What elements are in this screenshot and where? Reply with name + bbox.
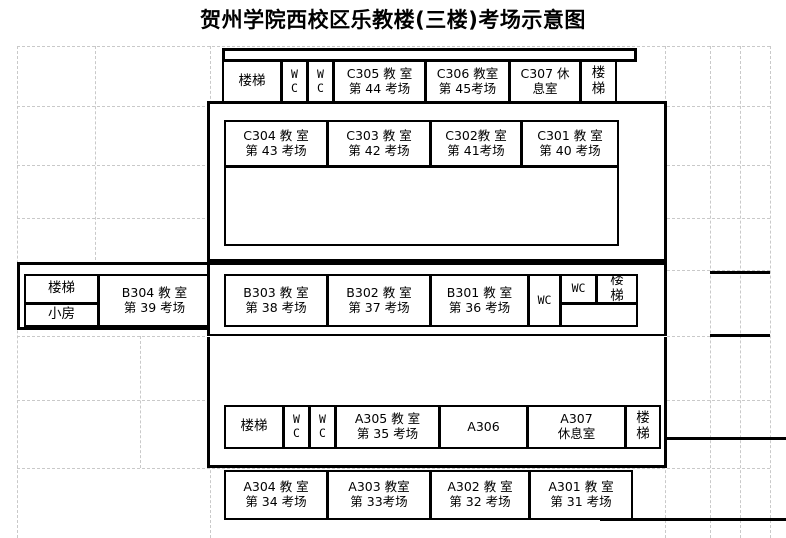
room-b-wc-2[interactable]: WC (560, 274, 597, 304)
room-c307-lounge[interactable]: C307 休 息室 (509, 60, 581, 104)
room-b302[interactable]: B302 教 室 第 37 考场 (327, 274, 431, 327)
a-wing-north-wall (207, 399, 210, 402)
room-a301[interactable]: A301 教 室 第 31 考场 (529, 470, 633, 520)
southeast-annex-bottom-wall (600, 518, 786, 521)
room-c303[interactable]: C303 教 室 第 42 考场 (327, 120, 431, 167)
room-a304[interactable]: A304 教 室 第 34 考场 (224, 470, 328, 520)
room-b-small-room[interactable]: 小房 (24, 303, 99, 327)
room-a305[interactable]: A305 教 室 第 35 考场 (335, 405, 440, 449)
room-c302[interactable]: C302教 室 第 41考场 (430, 120, 522, 167)
room-a-stair-east[interactable]: 楼 梯 (625, 405, 661, 449)
b-wing-east-open-strip (560, 303, 638, 327)
a-wing-east-wall (664, 337, 667, 468)
room-b303[interactable]: B303 教 室 第 38 考场 (224, 274, 328, 327)
a-wing-west-wall (207, 337, 210, 468)
room-c305[interactable]: C305 教 室 第 44 考场 (333, 60, 426, 104)
c-wing-room-depth-area (224, 166, 619, 246)
room-c-stair-east[interactable]: 楼 梯 (580, 60, 617, 104)
page-title: 贺州学院西校区乐教楼(三楼)考场示意图 (200, 8, 586, 32)
room-b301[interactable]: B301 教 室 第 36 考场 (430, 274, 529, 327)
room-b-stair-west[interactable]: 楼梯 (24, 274, 99, 304)
room-a306[interactable]: A306 (439, 405, 528, 449)
room-a302[interactable]: A302 教 室 第 32 考场 (430, 470, 530, 520)
room-a-wc-1[interactable]: W C (283, 405, 310, 449)
east-annex-top-wall (710, 271, 770, 274)
room-c-wc-2[interactable]: W C (307, 60, 334, 104)
room-c304[interactable]: C304 教 室 第 43 考场 (224, 120, 328, 167)
room-a-stair-west[interactable]: 楼梯 (224, 405, 284, 449)
room-a307-lounge[interactable]: A307 休息室 (527, 405, 626, 449)
room-c-wc-1[interactable]: W C (281, 60, 308, 104)
room-a303[interactable]: A303 教室 第 33考场 (327, 470, 431, 520)
southeast-annex-top-wall (664, 437, 786, 440)
room-b304[interactable]: B304 教 室 第 39 考场 (98, 274, 211, 327)
east-annex-bottom-wall (710, 334, 770, 337)
a-wing-bottom-wall (207, 465, 667, 468)
room-a-wc-2[interactable]: W C (309, 405, 336, 449)
room-c301[interactable]: C301 教 室 第 40 考场 (521, 120, 619, 167)
room-b-wc-1[interactable]: WC (528, 274, 561, 327)
room-c-stair-west[interactable]: 楼梯 (222, 60, 282, 104)
room-c306[interactable]: C306 教室 第 45考场 (425, 60, 510, 104)
room-b-stair-east[interactable]: 楼 梯 (596, 274, 638, 304)
